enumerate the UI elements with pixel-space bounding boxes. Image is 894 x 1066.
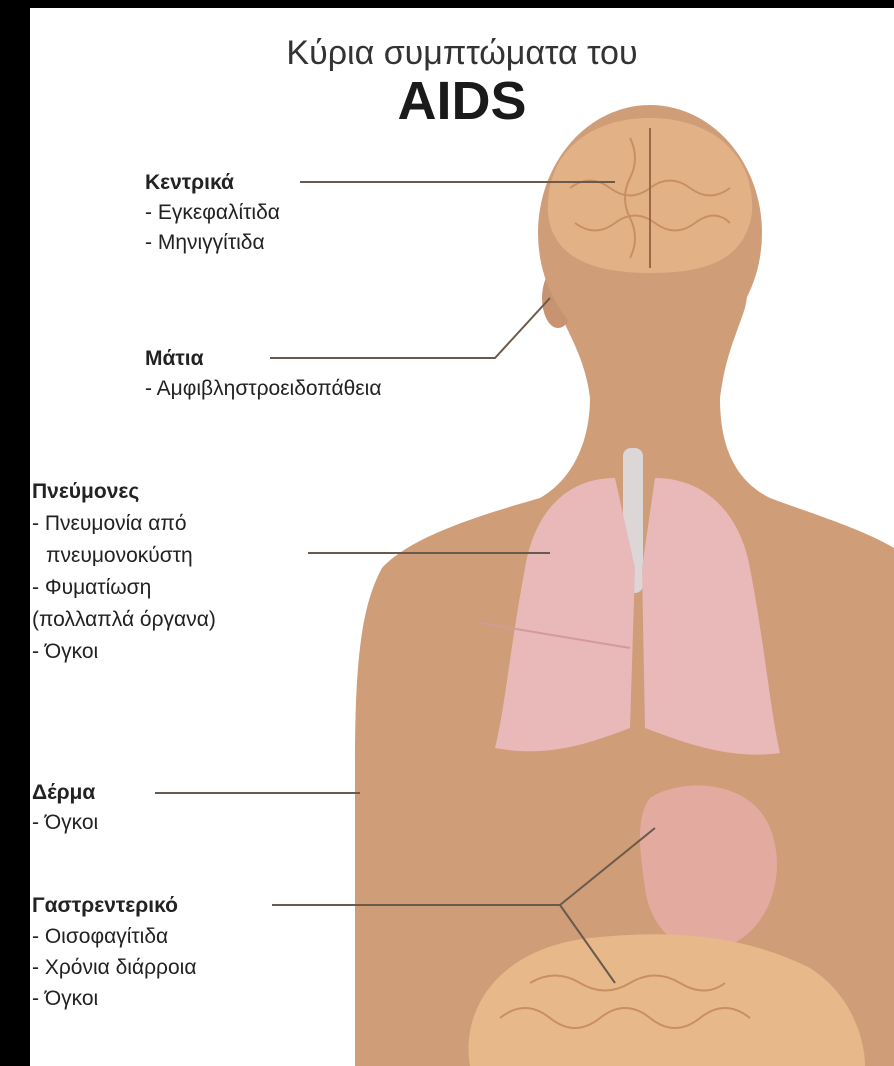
label-central: Κεντρικά - Εγκεφαλίτιδα - Μηνιγγίτιδα: [145, 168, 280, 258]
label-skin-heading: Δέρμα: [32, 778, 98, 808]
title-line-1: Κύρια συμπτώματα του: [30, 34, 894, 73]
label-gi-item: - Όγκοι: [32, 983, 196, 1014]
title-line-2: AIDS: [30, 70, 894, 132]
label-skin-item: - Όγκοι: [32, 808, 98, 838]
label-central-item: - Εγκεφαλίτιδα: [145, 198, 280, 228]
label-gi-item: - Οισοφαγίτιδα: [32, 921, 196, 952]
label-gi: Γαστρεντερικό - Οισοφαγίτιδα - Χρόνια δι…: [32, 890, 196, 1014]
label-lungs-item: πνευμονοκύστη: [32, 540, 216, 572]
label-lungs-heading: Πνεύμονες: [32, 476, 216, 508]
label-eyes-heading: Μάτια: [145, 344, 381, 374]
label-lungs-item: (πολλαπλά όργανα): [32, 604, 216, 636]
label-lungs: Πνεύμονες - Πνευμονία από πνευμονοκύστη …: [32, 476, 216, 668]
label-eyes: Μάτια - Αμφιβληστροειδοπάθεια: [145, 344, 381, 404]
label-lungs-item: - Πνευμονία από: [32, 508, 216, 540]
diagram-canvas: Κύρια συμπτώματα του AIDS Κεντρικά - Εγκ…: [30, 8, 894, 1066]
label-skin: Δέρμα - Όγκοι: [32, 778, 98, 838]
label-central-item: - Μηνιγγίτιδα: [145, 228, 280, 258]
label-gi-heading: Γαστρεντερικό: [32, 890, 196, 921]
label-lungs-item: - Φυματίωση: [32, 572, 216, 604]
label-eyes-item: - Αμφιβληστροειδοπάθεια: [145, 374, 381, 404]
label-gi-item: - Χρόνια διάρροια: [32, 952, 196, 983]
label-central-heading: Κεντρικά: [145, 168, 280, 198]
label-lungs-item: - Όγκοι: [32, 636, 216, 668]
